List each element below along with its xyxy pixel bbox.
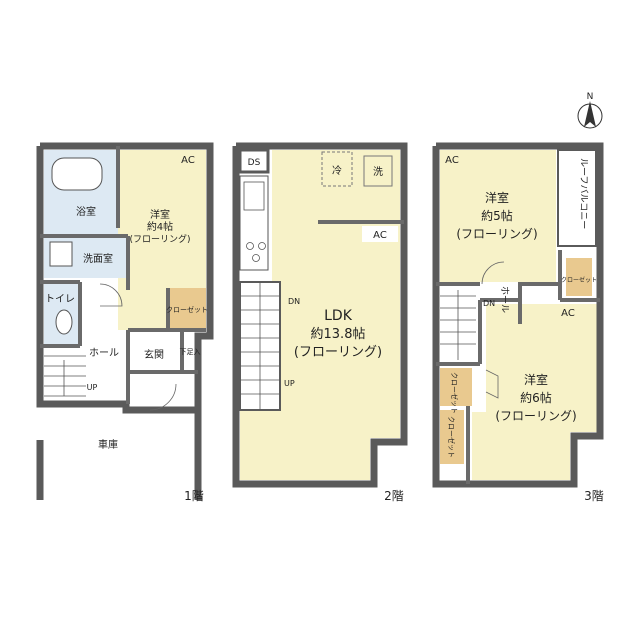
door-3f-room1-icon <box>481 261 505 285</box>
roof-balcony <box>557 149 597 247</box>
closet-door-icon <box>485 369 499 399</box>
kitchen-sink-icon <box>243 181 265 211</box>
garage-label: 車庫 <box>98 438 118 451</box>
washer-label: 洗 <box>373 166 383 178</box>
floor-2-label: 2階 <box>384 488 404 503</box>
entrance-label: 玄関 <box>144 348 164 361</box>
room-3f-2-floor: (フローリング) <box>495 409 576 423</box>
ldk-name: LDK <box>324 308 353 324</box>
bedroom-1f-size: 約4帖 <box>147 220 173 233</box>
closet-3f-3-label: クローゼット <box>447 416 456 458</box>
hall-1f-label: ホール <box>89 347 119 359</box>
ac-1f: AC <box>181 155 195 166</box>
compass-icon: N <box>577 92 603 129</box>
bathtub-icon <box>51 157 103 191</box>
compass-north-label: N <box>587 92 594 102</box>
toilet-label: トイレ <box>45 294 75 305</box>
ldk-floor: (フローリング) <box>294 345 382 360</box>
stair-dn-3f: DN <box>483 299 495 308</box>
stair-dn-2f: DN <box>288 297 300 306</box>
ac-3f-2: AC <box>561 308 575 319</box>
fridge-space <box>321 151 353 187</box>
bath-label: 浴室 <box>76 205 96 218</box>
bedroom-1f-floor: (フローリング) <box>129 233 190 245</box>
closet-3f-1-label: クローゼット <box>561 276 597 284</box>
ds-label: DS <box>248 158 261 168</box>
room-3f-1-floor: (フローリング) <box>456 227 537 241</box>
room-3f-2-size: 約6帖 <box>520 390 552 405</box>
hall-3f-label: ホール <box>499 286 510 313</box>
room-3f-1-fill <box>440 150 556 282</box>
shoe-box-label: 下足入 <box>180 348 201 356</box>
room-3f-1-name: 洋室 <box>485 190 509 205</box>
washer-space <box>363 155 393 187</box>
closet-1f-fill <box>170 288 206 330</box>
ldk-size: 約13.8帖 <box>311 327 366 342</box>
stove-icon <box>246 242 266 262</box>
closet-3f-3-fill <box>440 410 464 464</box>
stairs-1f <box>44 355 86 397</box>
washroom-label: 洗面室 <box>83 252 113 265</box>
floor-3-label: 3階 <box>584 488 604 503</box>
bedroom-1f-name: 洋室 <box>150 208 170 221</box>
room-3f-1-size: 約5帖 <box>481 208 513 223</box>
door-swing-icon <box>99 283 123 307</box>
roof-balcony-label: ルーフバルコニー <box>578 158 589 229</box>
sink-icon <box>49 241 73 267</box>
entrance-door-icon <box>149 383 177 411</box>
floor-1-label: 1階 <box>184 488 204 503</box>
fridge-label: 冷 <box>332 164 342 177</box>
stairs-3f <box>440 290 476 360</box>
room-3f-2-fill <box>472 304 598 480</box>
floor-2-plan: DS 冷 洗 AC DN UP <box>232 142 408 503</box>
stairs-2f <box>240 282 280 410</box>
closet-3f-1-fill <box>566 258 592 296</box>
floor-3-plan: ルーフバルコニー DN ホール AC 洋室 約5帖 (フローリング) AC 洋室 <box>432 142 604 503</box>
ac-2f: AC <box>373 230 387 241</box>
stair-up-1f: UP <box>87 383 98 392</box>
stair-up-2f: UP <box>284 379 295 388</box>
closet-3f-2-fill <box>440 368 472 406</box>
ac-3f-1: AC <box>445 155 459 166</box>
closet-3f-2-label: クローゼット <box>450 372 459 414</box>
floor-1-plan: AC 浴室 洋室 約4帖 (フローリング) 洗面室 トイレ ホール 玄関 下足入… <box>36 142 214 503</box>
kitchen-counter <box>239 175 269 271</box>
closet-1f-label: クローゼット <box>166 305 208 314</box>
toilet-icon <box>55 309 73 335</box>
room-3f-2-name: 洋室 <box>524 372 548 387</box>
